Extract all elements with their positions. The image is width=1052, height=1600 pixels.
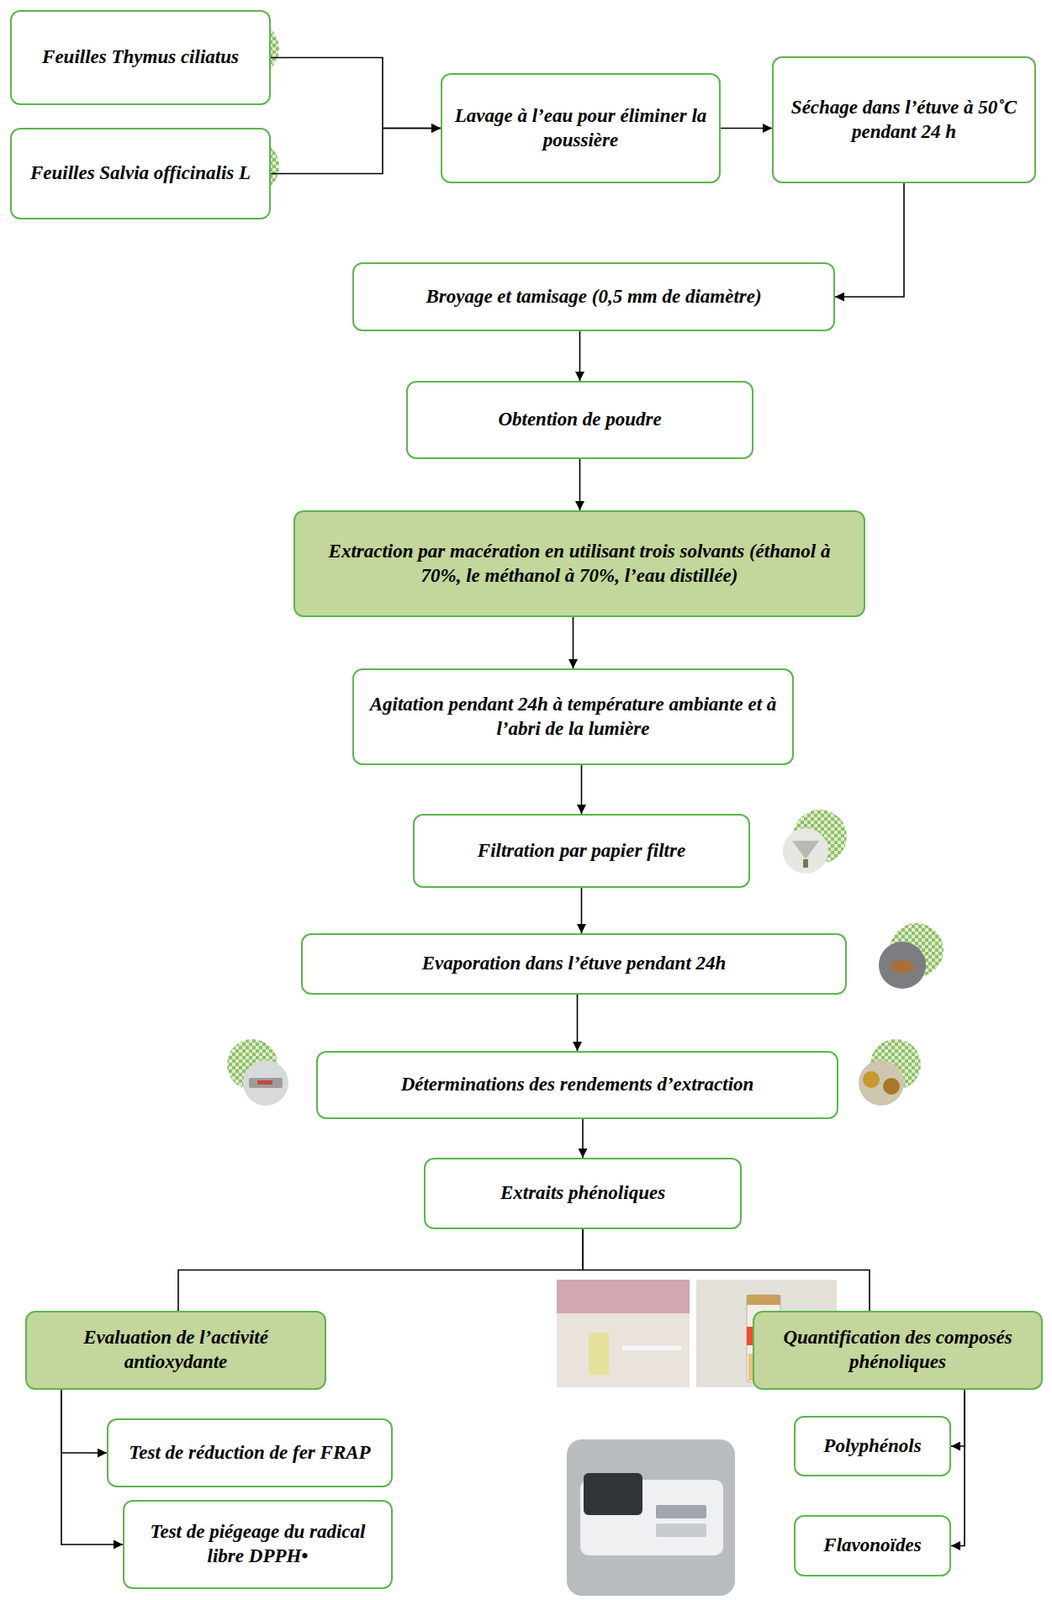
node-text: Feuilles Thymus ciliatus (42, 45, 239, 70)
flow-arrow (270, 128, 441, 175)
node-text: Broyage et tamisage (0,5 mm de diamètre) (425, 285, 762, 310)
flow-arrow (579, 331, 582, 381)
node-text: Agitation pendant 24h à température ambi… (365, 692, 781, 742)
process-box: Flavonoïdes (793, 1515, 952, 1577)
process-box: Feuilles Thymus ciliatus (10, 10, 271, 106)
node-text: Extraction par macération en utilisant t… (306, 539, 852, 589)
node-text: Quantification des composés phénoliques (766, 1326, 1030, 1375)
flow-arrow (581, 1119, 584, 1158)
process-box: Déterminations des rendements d’extracti… (316, 1051, 839, 1120)
process-box: Polyphénols (793, 1416, 952, 1477)
process-box: Test de piégeage du radical libre DPPH• (122, 1500, 393, 1590)
oven-photo (878, 923, 944, 989)
flow-arrow (835, 183, 904, 297)
process-box: Obtention de poudre (406, 380, 754, 460)
node-text: Obtention de poudre (497, 407, 661, 433)
flow-arrow (61, 1390, 123, 1545)
balance-photo (227, 1039, 289, 1106)
flow-arrow (270, 58, 441, 129)
flow-arrow (61, 1390, 107, 1454)
flow-arrow (720, 127, 772, 130)
node-text: Lavage à l’eau pour éliminer la poussièr… (454, 104, 708, 154)
process-box: Feuilles Salvia officinalis L (10, 127, 271, 220)
flow-arrow (581, 765, 583, 815)
filter-photo (782, 809, 847, 874)
node-text: Test de réduction de fer FRAP (128, 1441, 371, 1466)
node-text: Feuilles Salvia officinalis L (30, 161, 251, 186)
flow-arrow (951, 1390, 965, 1547)
flow-arrow (579, 459, 582, 511)
node-text: Flavonoïdes (823, 1533, 921, 1559)
extract-photo (858, 1039, 921, 1106)
process-box: Lavage à l’eau pour éliminer la poussièr… (440, 73, 721, 184)
node-text: Extraits phénoliques (500, 1181, 666, 1206)
plant-photo (216, 21, 280, 85)
process-box: Broyage et tamisage (0,5 mm de diamètre) (352, 262, 836, 332)
process-box: Filtration par papier filtre (412, 814, 751, 889)
node-text: Test de piégeage du radical libre DPPH• (136, 1520, 380, 1570)
node-text: Evaluation de l’activité antioxydante (38, 1326, 313, 1375)
process-box: Evaporation dans l’étuve pendant 24h (301, 933, 847, 995)
node-text: Séchage dans l’étuve à 50˚C pendant 24 h (785, 95, 1023, 145)
flow-arrow (951, 1390, 965, 1447)
node-text: Evaporation dans l’étuve pendant 24h (422, 951, 727, 977)
highlight-box: Extraction par macération en utilisant t… (293, 510, 866, 618)
process-box: Test de réduction de fer FRAP (106, 1418, 393, 1488)
process-box: Extraits phénoliques (423, 1157, 742, 1230)
highlight-box: Quantification des composés phénoliques (752, 1311, 1043, 1391)
flow-arrow (576, 994, 579, 1052)
spectrophotometer-photo (566, 1439, 735, 1597)
highlight-box: Evaluation de l’activité antioxydante (25, 1311, 327, 1391)
process-box: Séchage dans l’étuve à 50˚C pendant 24 h (771, 56, 1037, 184)
flow-arrow (582, 1229, 870, 1312)
plant-photo (216, 139, 280, 202)
flow-arrow (581, 888, 583, 934)
node-text: Filtration par papier filtre (477, 839, 686, 864)
flow-arrow (178, 1229, 583, 1312)
node-text: Polyphénols (823, 1434, 921, 1460)
vials-photo (556, 1279, 837, 1388)
node-text: Déterminations des rendements d’extracti… (401, 1073, 755, 1098)
process-box: Agitation pendant 24h à température ambi… (352, 668, 794, 766)
flow-arrow (572, 617, 575, 669)
